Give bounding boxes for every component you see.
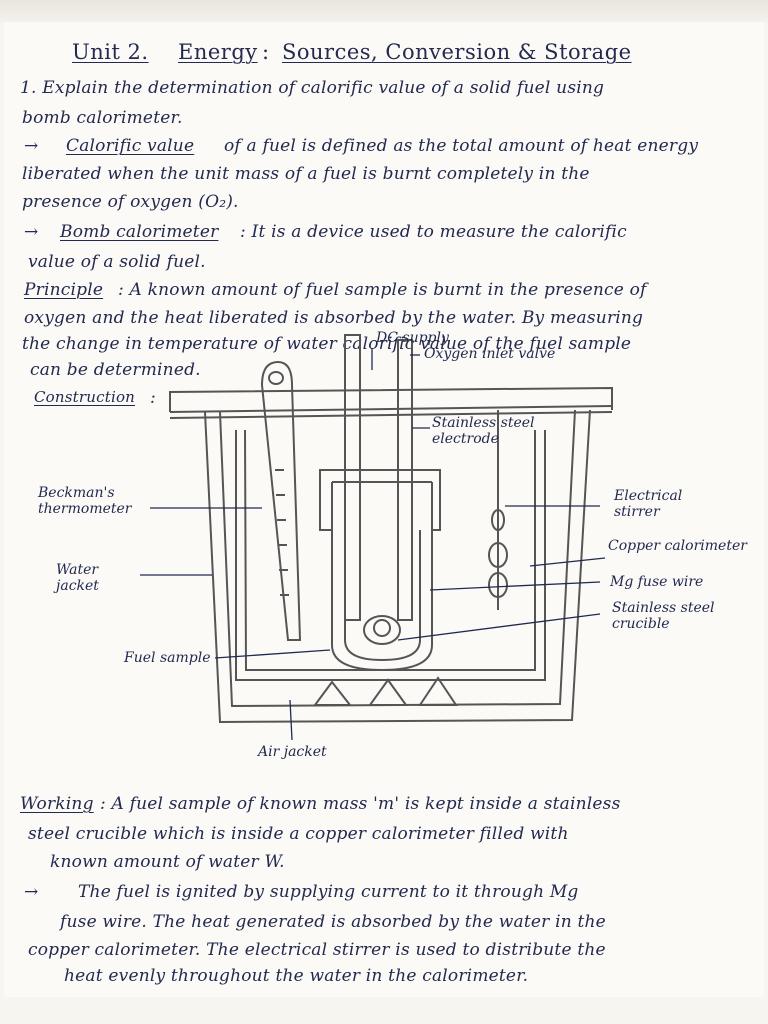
label-stirrer: Electrical stirrer <box>614 488 683 520</box>
working-line-3: known amount of water W. <box>50 852 285 872</box>
label-copper-calorimeter: Copper calorimeter <box>608 538 747 554</box>
question-text: 1. Explain the determination of calorifi… <box>20 78 605 98</box>
support-3 <box>418 676 458 706</box>
principle-term: Principle <box>24 280 104 300</box>
label-crucible: Stainless steel crucible <box>612 600 715 632</box>
page-top-shadow <box>0 0 768 22</box>
title-unit: Unit 2. <box>72 40 149 64</box>
construction-colon: : <box>150 388 156 408</box>
working-arrow: → <box>24 882 39 902</box>
bomb-line-2: value of a solid fuel. <box>28 252 206 272</box>
working-line-2: steel crucible which is inside a copper … <box>28 824 569 844</box>
label-oxygen-inlet-valve: Oxygen inlet valve <box>424 346 556 362</box>
label-fuel-sample: Fuel sample <box>124 650 211 666</box>
bomb-term: Bomb calorimeter <box>60 222 219 242</box>
support-1 <box>313 680 353 706</box>
electrode-left <box>344 334 361 621</box>
notebook-page <box>4 22 764 997</box>
bomb-vessel <box>319 469 441 672</box>
crucible <box>363 615 401 645</box>
fuel-pellet <box>373 619 391 637</box>
working-text: : A fuel sample of known mass 'm' is kep… <box>100 794 621 814</box>
definition-term: Calorific value <box>66 136 195 156</box>
label-water-jacket: Water jacket <box>56 562 99 594</box>
principle-line-2: oxygen and the heat liberated is absorbe… <box>24 308 644 328</box>
definition-line-3: presence of oxygen (O₂). <box>22 192 239 212</box>
definition-arrow: → <box>24 136 39 156</box>
title-rest: Sources, Conversion & Storage <box>282 40 632 64</box>
working-line-7: heat evenly throughout the water in the … <box>64 966 529 986</box>
title-colon: : <box>262 40 270 64</box>
principle-line-4: can be determined. <box>30 360 201 380</box>
top-lid <box>169 386 613 412</box>
bomb-arrow: → <box>24 222 39 242</box>
working-line-6: copper calorimeter. The electrical stirr… <box>28 940 606 960</box>
definition-line-2: liberated when the unit mass of a fuel i… <box>22 164 590 184</box>
label-dc-supply: DC supply <box>376 330 449 346</box>
working-line-4: The fuel is ignited by supplying current… <box>78 882 579 902</box>
copper-calorimeter-vessel <box>235 430 546 681</box>
bomb-text: : It is a device used to measure the cal… <box>240 222 627 242</box>
working-line-5: fuse wire. The heat generated is absorbe… <box>60 912 606 932</box>
construction-term: Construction <box>34 388 136 406</box>
title-energy: Energy <box>178 40 258 64</box>
principle-line-3: the change in temperature of water calor… <box>22 334 632 354</box>
definition-text: of a fuel is defined as the total amount… <box>224 136 699 156</box>
water-jacket-outer <box>204 409 591 724</box>
label-thermometer: Beckman's thermometer <box>38 485 132 517</box>
copper-calorimeter-inner <box>244 429 536 671</box>
label-electrode: Stainless steel electrode <box>432 415 535 447</box>
support-2 <box>368 678 408 706</box>
electrode-right <box>397 339 413 621</box>
label-mg-fuse-wire: Mg fuse wire <box>610 574 704 590</box>
label-air-jacket: Air jacket <box>258 744 327 760</box>
principle-text: : A known amount of fuel sample is burnt… <box>118 280 647 300</box>
thermometer-body <box>260 360 302 641</box>
working-term: Working <box>20 794 94 814</box>
question-continued: bomb calorimeter. <box>22 108 183 128</box>
